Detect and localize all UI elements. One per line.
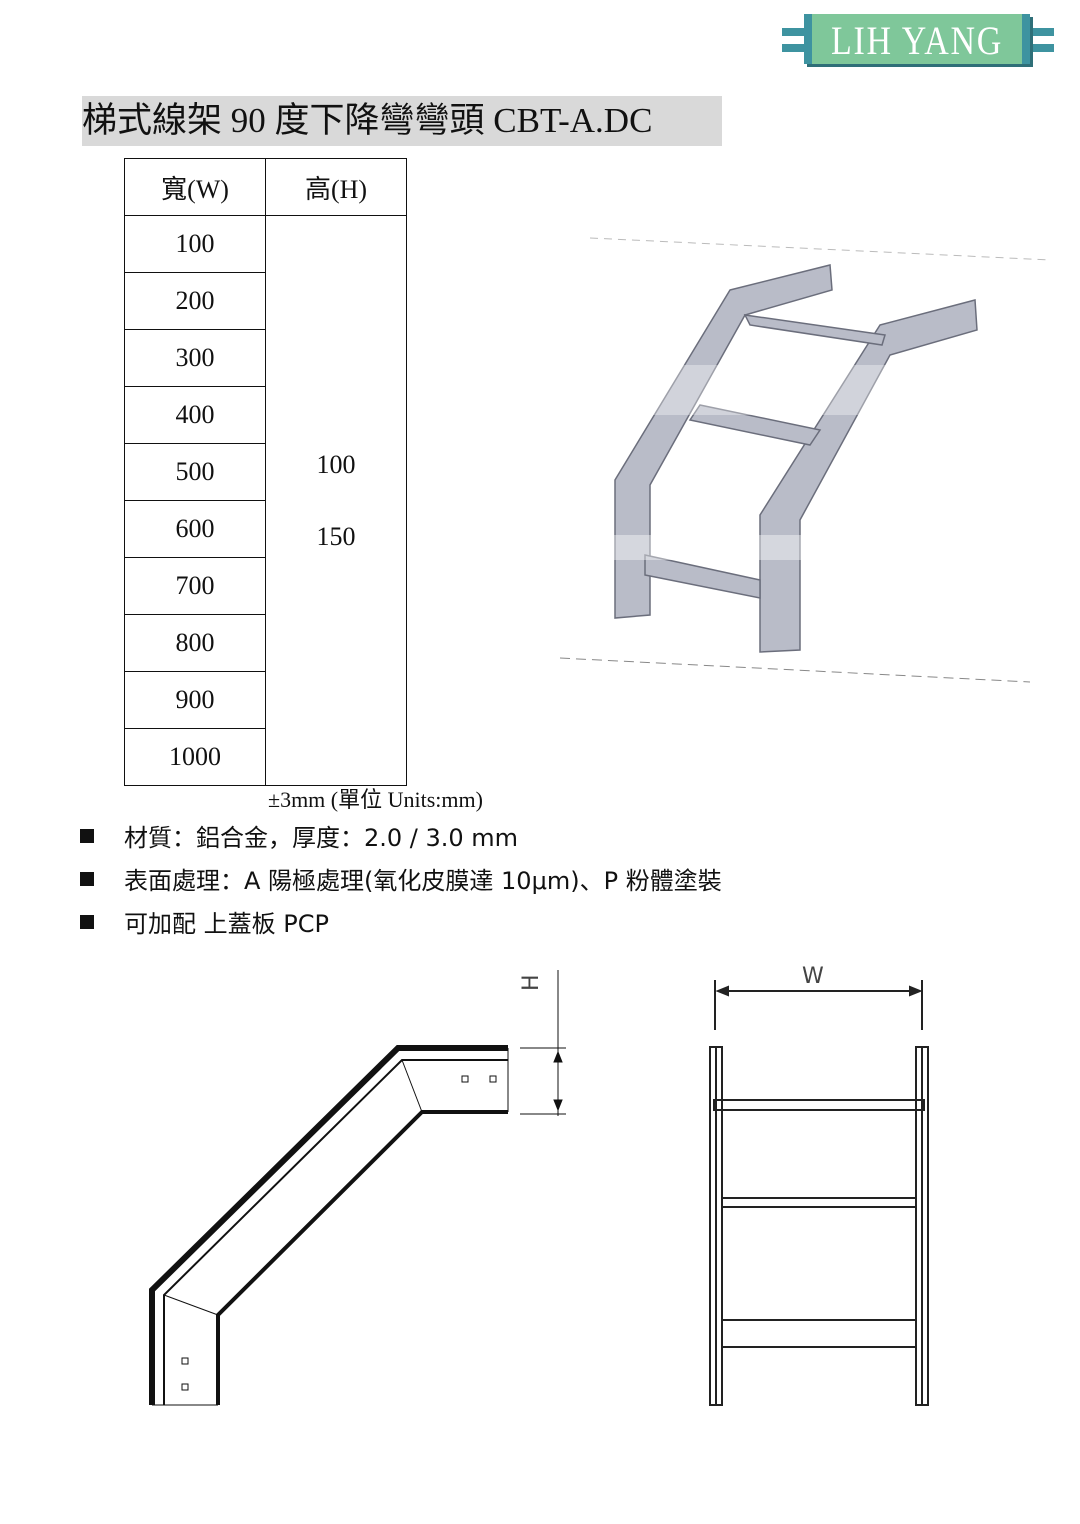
table-row: 1000 [124, 728, 407, 786]
height-value: 150 [316, 521, 356, 551]
spec-list: 材質：鋁合金，厚度：2.0 / 3.0 mm 表面處理：A 陽極處理(氧化皮膜達… [80, 814, 722, 943]
table-row: 200 [124, 272, 407, 330]
width-cell: 500 [124, 443, 266, 501]
logo-text: LIH YANG [831, 18, 1003, 63]
width-cell: 200 [124, 272, 266, 330]
height-cell: 100 150 [265, 215, 407, 786]
side-view-drawing: H [149, 970, 566, 1406]
width-cell: 400 [124, 386, 266, 444]
width-cell: 700 [124, 557, 266, 615]
width-cell: 600 [124, 500, 266, 558]
table-row: 300 [124, 329, 407, 387]
table-row: 700 [124, 557, 407, 615]
header-height: 高(H) [265, 158, 407, 216]
height-dimension-label: H [519, 974, 544, 991]
brand-logo: LIH YANG [778, 12, 1056, 68]
width-cell: 100 [124, 215, 266, 273]
bullet-icon [80, 871, 94, 886]
header-width: 寬(W) [124, 158, 266, 216]
width-cell: 300 [124, 329, 266, 387]
bullet-icon [80, 914, 94, 929]
front-view-drawing: W [709, 964, 929, 1406]
product-3d-render [560, 237, 1060, 683]
width-cell: 800 [124, 614, 266, 672]
table-row: 400 [124, 386, 407, 444]
spec-item: 可加配 上蓋板 PCP [80, 900, 722, 943]
tolerance-note: ±3mm (單位 Units:mm) [268, 787, 483, 812]
width-dimension-label: W [802, 964, 824, 989]
height-value: 100 [316, 449, 356, 479]
spec-item: 材質：鋁合金，厚度：2.0 / 3.0 mm [80, 814, 722, 857]
spec-item: 表面處理：A 陽極處理(氧化皮膜達 10μm)、P 粉體塗裝 [80, 857, 722, 900]
page-title: 梯式線架 90 度下降彎彎頭 CBT-A.DC [82, 96, 722, 146]
width-cell: 1000 [124, 728, 266, 786]
bullet-icon [80, 828, 94, 843]
width-cell: 900 [124, 671, 266, 729]
table-row: 100 100 150 [124, 215, 407, 786]
